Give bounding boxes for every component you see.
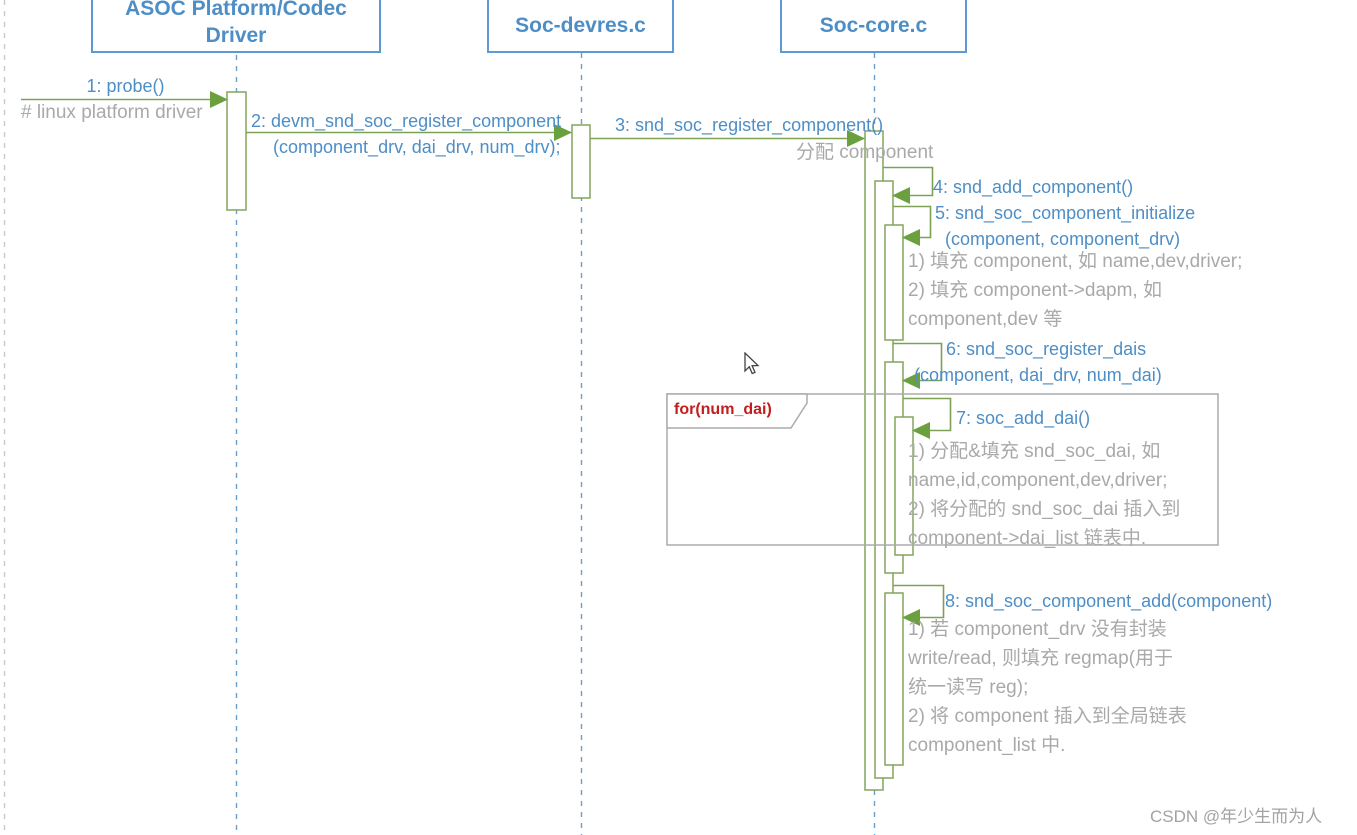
message-8-notes: 1) 若 component_drv 没有封装 write/read, 则填充 … xyxy=(908,615,1187,760)
message-2-label: 2: devm_snd_soc_register_component xyxy=(251,111,562,131)
for-fragment-label: for(num_dai) xyxy=(674,401,772,418)
message-2-args: (component_drv, dai_drv, num_drv); xyxy=(273,137,561,157)
message-6-args: (component, dai_drv, num_dai) xyxy=(914,365,1162,385)
note-line: name,id,component,dev,driver; xyxy=(908,470,1168,491)
note-line: 2) 将 component 插入到全局链表 xyxy=(908,706,1187,727)
note-line: 1) 分配&填充 snd_soc_dai, 如 xyxy=(908,441,1161,462)
note-line: 1) 填充 component, 如 name,dev,driver; xyxy=(908,251,1243,272)
message-5-arrowhead xyxy=(902,229,920,246)
message-1-arrowhead xyxy=(210,91,228,108)
message-1-label: 1: probe() xyxy=(86,76,165,96)
message-5-notes: 1) 填充 component, 如 name,dev,driver; 2) 填… xyxy=(908,247,1242,334)
message-3-label: 3: snd_soc_register_component() xyxy=(615,115,884,135)
message-3-note: 分配 component xyxy=(796,142,934,163)
message-5-label: 5: snd_soc_component_initialize xyxy=(935,203,1196,223)
watermark: CSDN @年少生而为人 xyxy=(1150,807,1323,826)
participant-asoc-platform-codec-driver: ASOC Platform/Codec Driver xyxy=(91,0,381,53)
message-5-args: (component, component_drv) xyxy=(945,229,1181,249)
message-7-loop xyxy=(903,397,952,432)
message-8-arrowhead xyxy=(902,609,920,626)
participant-label: Soc-devres.c xyxy=(515,14,646,37)
message-7-notes: 1) 分配&填充 snd_soc_dai, 如 name,id,componen… xyxy=(908,437,1180,553)
message-8-loop xyxy=(893,584,945,619)
note-line: 1) 若 component_drv 没有封装 xyxy=(908,619,1167,640)
activation-core-msg7 xyxy=(894,416,914,556)
note-line: component_list 中. xyxy=(908,735,1066,756)
for-fragment-frame xyxy=(666,393,1219,546)
participant-label: Soc-core.c xyxy=(819,14,928,37)
message-4-label: 4: snd_add_component() xyxy=(933,177,1134,197)
message-6-label: 6: snd_soc_register_dais xyxy=(946,339,1147,359)
activation-core-msg8 xyxy=(884,592,904,766)
note-line: write/read, 则填充 regmap(用于 xyxy=(908,648,1174,669)
note-line: 统一读写 reg); xyxy=(908,677,1029,698)
message-7-arrowhead xyxy=(912,422,930,439)
activation-core-msg5 xyxy=(884,224,904,341)
message-1-note: # linux platform driver xyxy=(21,102,203,123)
message-4-arrowhead xyxy=(892,187,910,204)
note-line: component->dai_list 链表中. xyxy=(908,528,1147,549)
participant-label: ASOC Platform/Codec xyxy=(125,0,347,20)
message-2-arrowhead xyxy=(554,124,572,141)
participant-soc-core: Soc-core.c xyxy=(780,0,967,53)
participant-soc-devres: Soc-devres.c xyxy=(487,0,674,53)
message-3-arrowhead xyxy=(847,130,865,147)
activation-asoc xyxy=(226,91,247,211)
note-line: component,dev 等 xyxy=(908,309,1063,330)
message-4-loop xyxy=(883,166,934,197)
participant-label: Driver xyxy=(205,24,267,47)
mouse-cursor-icon xyxy=(744,352,760,375)
activation-devres xyxy=(571,124,591,199)
for-fragment-label-pentagon xyxy=(666,393,808,429)
message-7-label: 7: soc_add_dai() xyxy=(956,408,1091,428)
note-line: 2) 将分配的 snd_soc_dai 插入到 xyxy=(908,499,1181,520)
message-6-loop xyxy=(893,342,943,382)
message-6-arrowhead xyxy=(902,372,920,389)
note-line: 2) 填充 component->dapm, 如 xyxy=(908,280,1162,301)
message-8-label: 8: snd_soc_component_add(component) xyxy=(945,591,1273,611)
